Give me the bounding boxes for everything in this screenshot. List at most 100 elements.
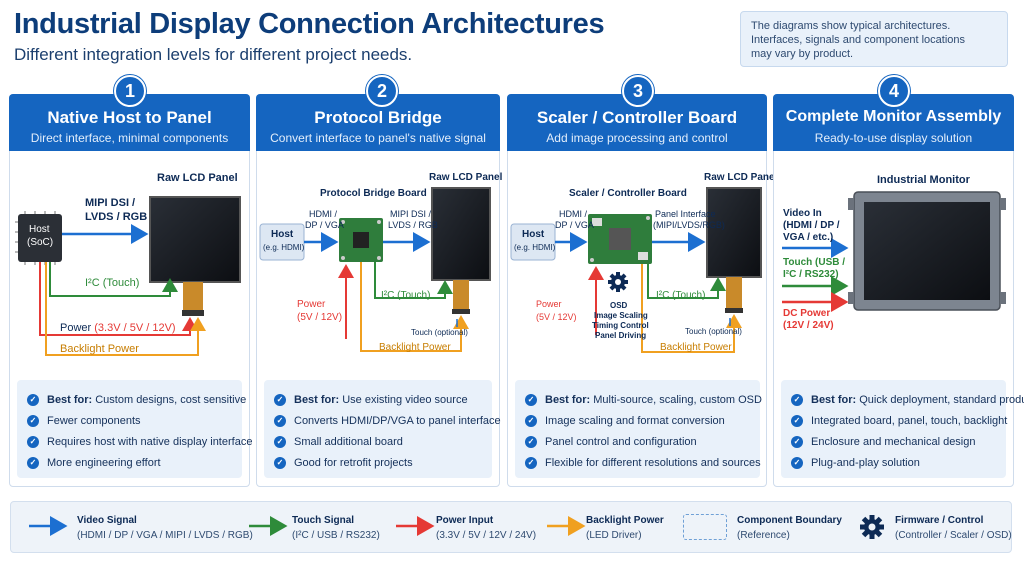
host-label-sub: (SoC) (27, 237, 54, 248)
gear-icon (860, 515, 884, 539)
video-out-label-2: (MIPI/LVDS/RGB) (653, 220, 725, 230)
touch-arrow (374, 262, 453, 299)
list-item: ✓Small additional board (274, 431, 492, 452)
backlight-arrow-icon (547, 516, 586, 536)
disclaimer-note: The diagrams show typical architectures.… (740, 11, 1008, 67)
video-in-label: HDMI / (309, 209, 337, 219)
diagram-native-svg (15, 196, 241, 356)
list-item: ✓ Flexible for different resolutions and … (525, 452, 761, 473)
touch-optional-label: Touch (optional) (685, 327, 742, 336)
check-icon: ✓ (791, 414, 803, 427)
best-for-label: Best for: (294, 393, 340, 406)
lcd-panel-label: Raw LCD Panel (157, 172, 238, 184)
legend-detail: (Controller / Scaler / OSD) (895, 530, 1012, 541)
feature-timing: Timing Control (592, 321, 649, 330)
legend-title: Backlight Power (586, 515, 664, 526)
gear-icon (608, 272, 628, 292)
legend: Video Signal (HDMI / DP / VGA / MIPI / L… (10, 501, 1012, 553)
host-label: Host (29, 224, 50, 235)
diagram-monitor: Industrial Monitor Video In (HDMI / DP /… (774, 152, 1015, 375)
check-icon: ✓ (791, 393, 803, 406)
page-subtitle: Different integration levels for differe… (14, 45, 413, 64)
video-label: Video In (783, 208, 822, 219)
check-icon: ✓ (525, 393, 537, 406)
list-item: ✓ Image scaling and format conversion (525, 410, 760, 431)
host-label: Host (271, 229, 294, 240)
touch-optional-label: Touch (optional) (411, 328, 468, 337)
power-label: Power (3.3V / 5V / 12V) (60, 322, 176, 334)
lcd-panel-label: Raw LCD Panel (429, 172, 503, 183)
list-item-text: Quick deployment, standard product (859, 393, 1024, 406)
list-item: ✓ Converts HDMI/DP/VGA to panel interface (274, 410, 501, 431)
backlight-label: Backlight Power (60, 343, 139, 355)
list-item-text: Plug-and-play solution (811, 456, 920, 469)
flex-connector (452, 309, 470, 314)
list-item-text: Flexible for different resolutions and s… (545, 456, 761, 469)
check-icon: ✓ (525, 414, 537, 427)
check-icon: ✓ (525, 435, 537, 448)
diagram-scaler-svg (510, 187, 762, 353)
panel-header: Complete Monitor Assembly Ready-to-use d… (773, 94, 1014, 151)
panel-subtitle: Ready-to-use display solution (814, 131, 973, 145)
power-values: (5V / 12V) (536, 312, 577, 322)
panel-title: Protocol Bridge (314, 108, 442, 127)
architecture-panel-monitor: Complete Monitor Assembly Ready-to-use d… (773, 94, 1024, 487)
video-label: MIPI DSI / (85, 197, 136, 209)
list-item-text: Image scaling and format conversion (545, 414, 725, 427)
power-label-text: Power (60, 322, 92, 334)
host-label-sub: (e.g. HDMI) (263, 243, 305, 252)
panel-subtitle: Add image processing and control (546, 131, 728, 145)
list-item: ✓More engineering effort (27, 452, 242, 473)
board-label: Protocol Bridge Board (320, 188, 427, 199)
touch-arrow (49, 262, 178, 297)
list-item-text: More engineering effort (47, 456, 161, 469)
lcd-panel (706, 187, 762, 278)
legend-detail: (HDMI / DP / VGA / MIPI / LVDS / RGB) (77, 530, 253, 541)
check-icon: ✓ (274, 414, 286, 427)
legend-title: Video Signal (77, 515, 137, 526)
list-item: ✓Best for:Use existing video source (274, 389, 492, 410)
check-icon: ✓ (525, 456, 537, 469)
list-item-text: Enclosure and mechanical design (811, 435, 976, 448)
power-values: (3.3V / 5V / 12V) (94, 322, 176, 334)
legend-title: Firmware / Control (895, 515, 984, 526)
board-label: Scaler / Controller Board (569, 188, 687, 199)
touch-label: I²C (Touch) (656, 290, 706, 301)
panel-title: Scaler / Controller Board (536, 108, 738, 127)
list-item: ✓Enclosure and mechanical design (791, 431, 1006, 452)
list-item-text: Converts HDMI/DP/VGA to panel interface (294, 414, 501, 427)
list-item-text: Use existing video source (342, 393, 468, 406)
flex-cable (726, 277, 742, 311)
video-arrow-icon (29, 516, 68, 536)
architecture-panel-native: Native Host to Panel Direct interface, m… (9, 94, 252, 487)
check-icon: ✓ (274, 435, 286, 448)
power-label-2: (12V / 24V) (783, 320, 834, 331)
step-badge: 3 (622, 75, 654, 107)
list-item: ✓Good for retrofit projects (274, 452, 492, 473)
flex-connector (182, 310, 204, 316)
step-badge: 1 (114, 75, 146, 107)
diagram-monitor-svg (782, 191, 1006, 312)
video-in-label-2: DP / VGA (305, 220, 344, 230)
touch-label: I²C (Touch) (381, 290, 431, 301)
list-item-text: Multi-source, scaling, custom OSD (593, 393, 762, 406)
step-badge: 2 (366, 75, 398, 107)
panel-title: Complete Monitor Assembly (785, 108, 1002, 125)
list-item-text: Fewer components (47, 414, 141, 427)
touch-label: Touch (USB / (783, 257, 846, 268)
list-item-text: Good for retrofit projects (294, 456, 413, 469)
diagram-bridge-svg (259, 187, 491, 352)
feature-scaling: Image Scaling (594, 311, 648, 320)
legend-detail: (Reference) (737, 530, 790, 541)
list-item: ✓Best for:Custom designs, cost sensitive (27, 389, 246, 410)
touch-label: I²C (Touch) (85, 277, 140, 289)
legend-detail: (3.3V / 5V / 12V / 24V) (436, 530, 537, 541)
host-label: Host (522, 229, 545, 240)
check-icon: ✓ (27, 435, 39, 448)
video-out-label-2: LVDS / RGB (388, 220, 438, 230)
flex-cable (183, 282, 203, 314)
legend-title: Component Boundary (737, 515, 842, 526)
check-icon: ✓ (791, 456, 803, 469)
host-chip (18, 214, 62, 262)
architecture-panel-scaler: Scaler / Controller Board Add image proc… (507, 94, 777, 487)
